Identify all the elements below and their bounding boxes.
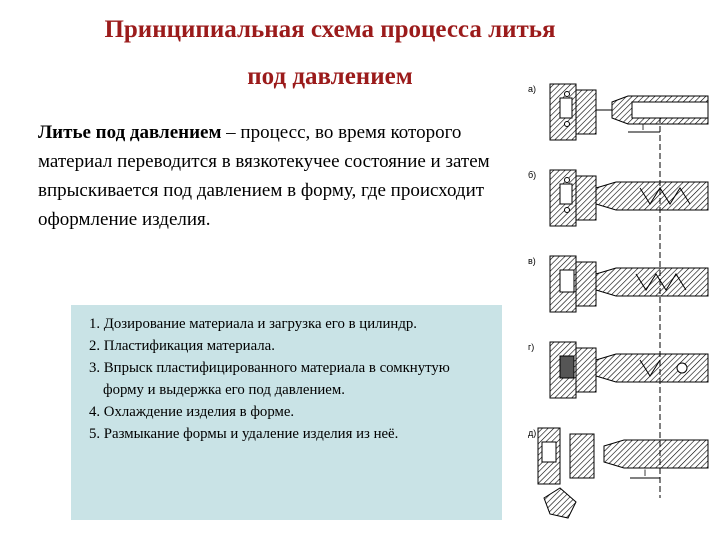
stage-c: в) [528,255,709,313]
stage-label: д) [528,428,536,438]
dimension-label: l [642,122,644,132]
step-item: 5. Размыкание формы и удаление изделия и… [89,426,399,442]
stage-b: б) [528,169,709,227]
process-steps-box: 1. Дозирование материала и загрузка его … [71,305,502,520]
slide-title: Принципиальная схема процесса литья под … [40,6,620,100]
stage-label: б) [528,170,536,180]
stage-d: г) [528,341,709,399]
title-line-2: под давлением [247,63,413,90]
stage-label: в) [528,256,536,266]
intro-term: Литье под давлением [38,122,222,143]
step-item: 3. Впрыск пластифицированного материала … [89,360,450,398]
stage-e: д) l [528,427,709,519]
stage-label: а) [528,84,536,94]
stage-a: а) l [528,83,709,141]
dimension-label: l [644,468,646,478]
intro-paragraph: Литье под давлением – процесс, во время … [38,118,508,234]
intro-definition: – процесс, во время которого материал пе… [38,122,490,230]
step-item: 4. Охлаждение изделия в форме. [89,404,295,420]
step-item: 1. Дозирование материала и загрузка его … [89,316,417,332]
step-item: 2. Пластификация материала. [89,338,275,354]
injection-molding-diagram: а) l б) в) г) [528,83,709,519]
title-line-1: Принципиальная схема процесса литья [104,16,556,43]
stage-label: г) [528,342,534,352]
